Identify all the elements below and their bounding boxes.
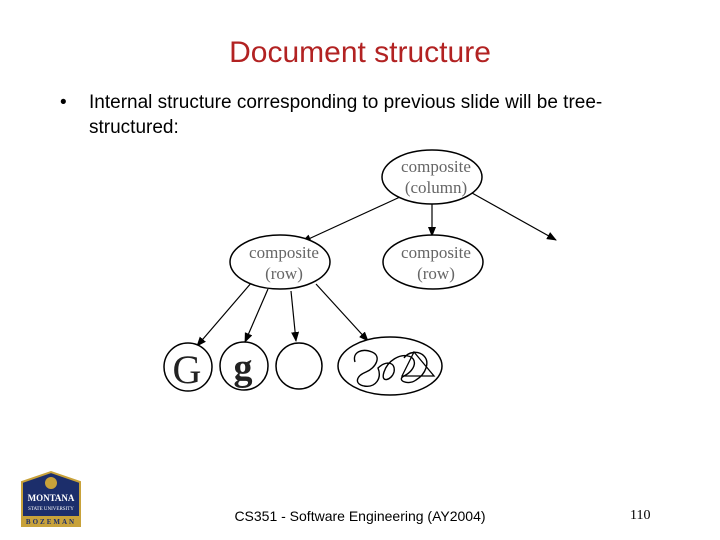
node-row-right-line1: composite bbox=[401, 243, 471, 262]
edge-row-leaf-drawing bbox=[315, 283, 369, 342]
slide-title: Document structure bbox=[229, 36, 491, 69]
page-number: 110 bbox=[630, 508, 651, 523]
node-composite-row-left: composite (row) bbox=[229, 234, 331, 290]
leaf-G-text: G bbox=[173, 347, 202, 392]
node-root-line2: (column) bbox=[405, 178, 467, 197]
edge-row-leaf-g-lower bbox=[244, 288, 269, 343]
leaf-drawing bbox=[337, 336, 443, 396]
edge-row-leaf-g-upper bbox=[196, 281, 253, 347]
bullet-dot: • bbox=[60, 92, 67, 113]
logo-text-line2: STATE UNIVERSITY bbox=[28, 507, 74, 512]
drawing-scribble bbox=[353, 349, 428, 387]
edge-root-extra bbox=[471, 192, 557, 241]
node-composite-column: composite (column) bbox=[381, 149, 483, 205]
edge-row-leaf-circle bbox=[290, 290, 300, 342]
university-logo: MONTANA STATE UNIVERSITY BOZEMAN bbox=[18, 470, 84, 528]
node-root-line1: composite bbox=[401, 157, 471, 176]
leaf-glyph-g: g bbox=[219, 341, 269, 391]
edge-root-row-left bbox=[301, 196, 401, 243]
footer-course: CS351 - Software Engineering (AY2004) bbox=[234, 508, 486, 524]
logo-text-line3: BOZEMAN bbox=[26, 518, 76, 526]
leaf-g-text: g bbox=[234, 347, 253, 389]
leaf-empty-circle bbox=[275, 342, 323, 390]
node-row-left-line2: (row) bbox=[265, 264, 303, 283]
node-composite-row-right: composite (row) bbox=[382, 234, 484, 290]
drawing-triangle bbox=[400, 350, 436, 377]
logo-text-line1: MONTANA bbox=[28, 493, 75, 503]
node-row-left-line1: composite bbox=[249, 243, 319, 262]
leaf-glyph-G: G bbox=[163, 342, 213, 392]
node-row-right-line2: (row) bbox=[417, 264, 455, 283]
bullet-text: Internal structure corresponding to prev… bbox=[89, 92, 603, 138]
